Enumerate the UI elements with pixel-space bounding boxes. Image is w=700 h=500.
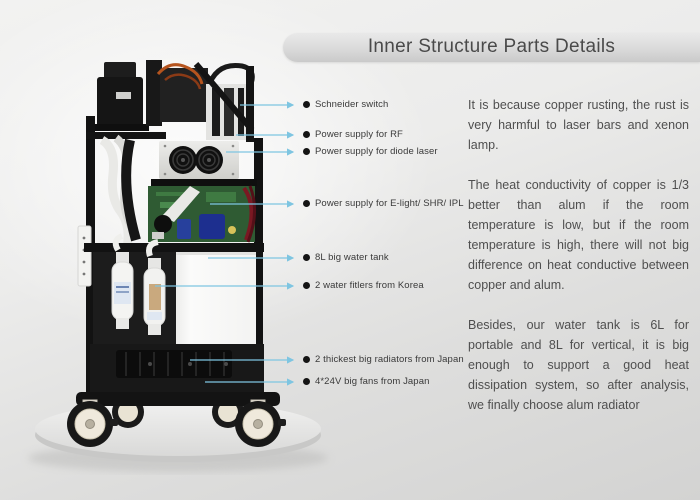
callout-schneider-switch: Schneider switch [303,99,388,110]
diode-psu-fans [151,141,257,186]
callout-rf-psu: Power supply for RF [303,129,403,140]
water-filters [111,233,166,335]
callout-label: Power supply for RF [315,129,403,140]
callout-radiators: 2 thickest big radiators from Japan [303,354,464,365]
bullet-icon [303,131,310,138]
description-block: It is because copper rusting, the rust i… [468,95,689,435]
water-tubes [77,134,141,287]
bullet-icon [303,101,310,108]
middle-shelf [84,243,264,252]
callout-label: 2 water fitlers from Korea [315,280,424,291]
bullet-icon [303,378,310,385]
leader-lines [155,101,295,386]
schneider-switch-panel [193,62,255,142]
elight-pcb-board [148,185,256,243]
callout-label: Power supply for E-light/ SHR/ IPL [315,198,464,209]
callout-elight-psu: Power supply for E-light/ SHR/ IPL [303,198,464,209]
machine-body [76,60,280,406]
bullet-icon [303,282,310,289]
water-tank [176,252,256,344]
page-title: Inner Structure Parts Details [367,35,616,57]
title-ribbon: Inner Structure Parts Details [283,33,700,62]
front-caster-wheels [67,399,286,447]
description-paragraph-2: The heat conductivity of copper is 1/3 b… [468,178,689,292]
base-plate [76,392,280,406]
bullet-icon [303,200,310,207]
callout-label: Power supply for diode laser [315,146,438,157]
laser-head-assembly [91,60,255,131]
bullet-icon [303,148,310,155]
callout-fans: 4*24V big fans from Japan [303,376,429,387]
callout-water-tank: 8L big water tank [303,252,389,263]
callout-label: 4*24V big fans from Japan [315,376,430,387]
description-paragraph-1: It is because copper rusting, the rust i… [468,98,689,152]
bullet-icon [303,356,310,363]
description-paragraph-3: Besides, our water tank is 6L for portab… [468,318,689,412]
callout-diode-psu: Power supply for diode laser [303,146,438,157]
callout-label: Schneider switch [315,99,389,110]
callout-label: 8L big water tank [315,252,389,263]
radiator-fan-bay [90,344,264,394]
bullet-icon [303,254,310,261]
callout-water-filters: 2 water fitlers from Korea [303,280,424,291]
callout-label: 2 thickest big radiators from Japan [315,354,464,365]
